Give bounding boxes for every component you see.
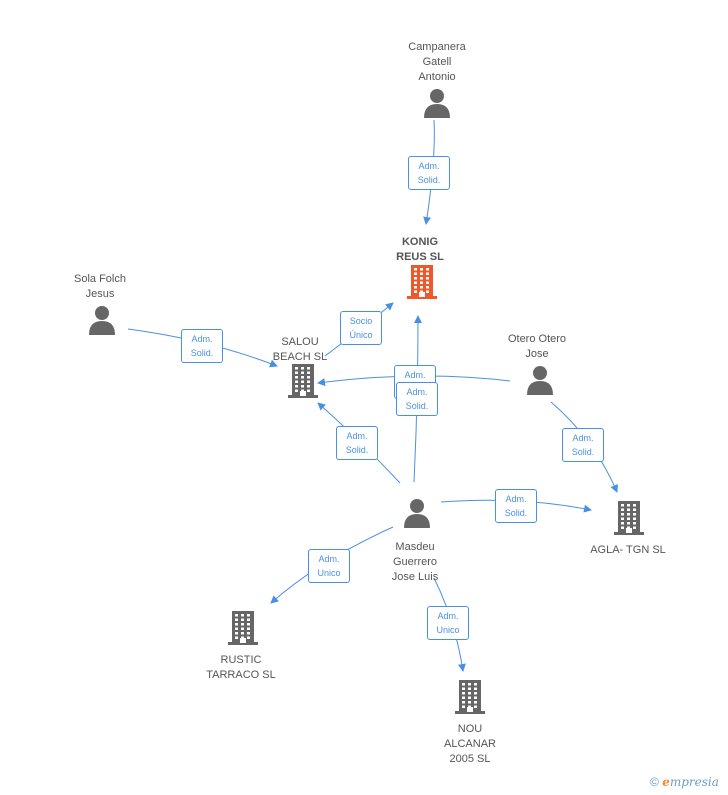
edge-label-line: Solid. bbox=[417, 175, 441, 185]
node-label-line: Masdeu bbox=[395, 541, 435, 553]
node-label-line: Gatell bbox=[422, 56, 452, 68]
edge-label-masdeu-konig[interactable]: Adm. Solid. bbox=[396, 382, 438, 416]
edge-label-line: Adm. bbox=[406, 387, 428, 397]
edge-label-line: Adm. bbox=[418, 161, 440, 171]
edge-label-line: Unico bbox=[317, 568, 341, 578]
node-label-line: KONIG bbox=[401, 236, 439, 248]
copyright-symbol: © bbox=[650, 775, 659, 789]
edge-label-line: Solid. bbox=[571, 447, 595, 457]
node-label-line: NOU bbox=[457, 723, 483, 735]
node-label-rustic[interactable]: RUSTIC TARRACO SL bbox=[181, 653, 301, 683]
node-label-line: Sola Folch bbox=[74, 273, 126, 285]
edge-label-line: Unico bbox=[436, 625, 460, 635]
edge-label-masdeu-agla[interactable]: Adm. Solid. bbox=[495, 489, 537, 523]
node-label-line: Campanera bbox=[408, 41, 466, 53]
person-icon-campanera[interactable] bbox=[423, 88, 451, 123]
node-label-line: RUSTIC bbox=[220, 654, 262, 666]
node-label-line: Antonio bbox=[418, 71, 456, 83]
footer-brand: © empresia bbox=[650, 775, 719, 789]
edge-label-masdeu-salou[interactable]: Adm. Solid. bbox=[336, 426, 378, 460]
edge-label-otero-agla[interactable]: Adm. Solid. bbox=[562, 428, 604, 462]
node-label-line: AGLA- TGN SL bbox=[590, 544, 666, 556]
edge-label-campanera-konig[interactable]: Adm. Solid. bbox=[408, 156, 450, 190]
building-icon-salou[interactable] bbox=[288, 364, 318, 403]
node-label-konig[interactable]: KONIG REUS SL bbox=[360, 235, 480, 265]
building-icon-rustic[interactable] bbox=[228, 611, 258, 650]
node-label-line: REUS SL bbox=[396, 251, 444, 263]
node-label-line: BEACH SL bbox=[272, 351, 328, 363]
edge-label-line: Solid. bbox=[190, 348, 214, 358]
edge-label-line: Adm. bbox=[404, 370, 426, 380]
edge-label-masdeu-rustic[interactable]: Adm. Unico bbox=[308, 549, 350, 583]
building-icon-nou[interactable] bbox=[455, 680, 485, 719]
edge-label-line: Adm. bbox=[572, 433, 594, 443]
node-label-line: Jose Luis bbox=[391, 571, 439, 583]
edge-label-sola-salou[interactable]: Adm. Solid. bbox=[181, 329, 223, 363]
person-icon-sola[interactable] bbox=[88, 305, 116, 340]
person-icon-otero[interactable] bbox=[526, 365, 554, 400]
edge-label-line: Adm. bbox=[346, 431, 368, 441]
person-icon-masdeu[interactable] bbox=[403, 498, 431, 533]
node-label-line: Otero Otero bbox=[507, 333, 567, 345]
edge-label-line: Único bbox=[349, 330, 373, 340]
empresia-logo[interactable]: empresia bbox=[662, 775, 719, 789]
edge-label-line: Adm. bbox=[318, 554, 340, 564]
building-icon-agla[interactable] bbox=[614, 501, 644, 540]
node-label-line: Jose bbox=[525, 348, 549, 360]
node-label-line: Jesus bbox=[85, 288, 115, 300]
edge-label-masdeu-nou[interactable]: Adm. Unico bbox=[427, 606, 469, 640]
node-label-agla[interactable]: AGLA- TGN SL bbox=[568, 543, 688, 558]
node-label-nou[interactable]: NOU ALCANAR 2005 SL bbox=[410, 722, 530, 767]
edge-label-line: Adm. bbox=[505, 494, 527, 504]
node-label-line: 2005 SL bbox=[449, 753, 491, 765]
node-label-salou[interactable]: SALOU BEACH SL bbox=[240, 335, 360, 365]
edge-label-line: Adm. bbox=[191, 334, 213, 344]
edge-label-line: Solid. bbox=[345, 445, 369, 455]
edge-label-line: Adm. bbox=[437, 611, 459, 621]
node-label-line: ALCANAR bbox=[444, 738, 496, 750]
node-label-line: SALOU bbox=[281, 336, 319, 348]
edge-label-line: Solid. bbox=[504, 508, 528, 518]
building-icon-konig[interactable] bbox=[407, 265, 437, 304]
node-label-line: Guerrero bbox=[392, 556, 438, 568]
edge-label-line: Solid. bbox=[405, 401, 429, 411]
node-label-line: TARRACO SL bbox=[206, 669, 276, 681]
edge-label-line: Socio bbox=[349, 316, 373, 326]
